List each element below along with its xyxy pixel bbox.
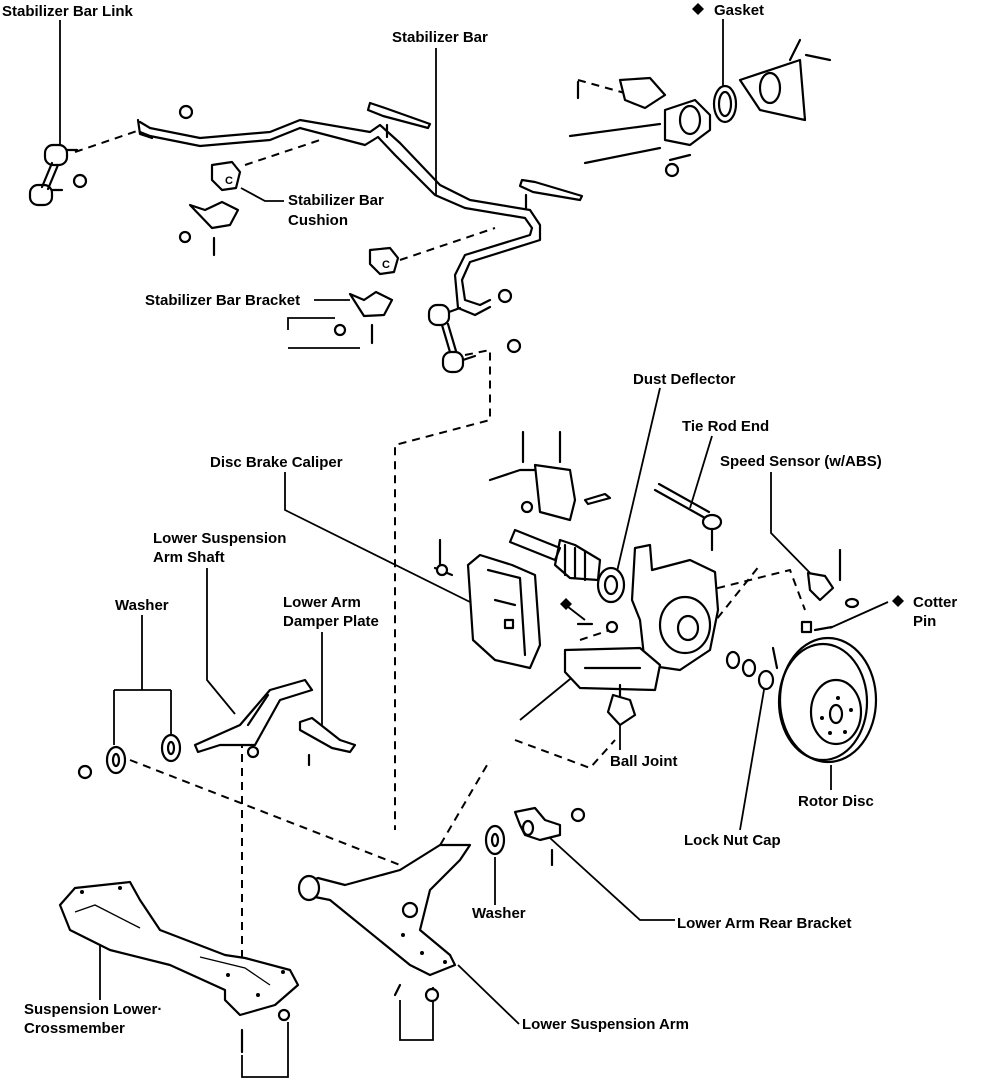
leader-lower-suspension-arm-shaft <box>206 568 236 715</box>
leader-disc-brake-caliper <box>284 472 471 603</box>
tie-rod-end <box>653 482 723 552</box>
alignment-link-to-bar <box>74 129 141 153</box>
alignment-ball-joint <box>514 739 616 770</box>
ball-joint <box>606 683 637 727</box>
rotor-disc <box>777 636 878 764</box>
label-dust-deflector: Dust Deflector <box>633 371 736 388</box>
speed-sensor <box>806 548 860 609</box>
labels: Stabilizer Bar Link Stabilizer Bar Gaske… <box>2 2 957 1037</box>
alignment-washer-to-arm <box>129 759 401 866</box>
stabilizer-bar-link-left <box>28 104 194 207</box>
leader-lower-suspension-arm <box>457 964 520 1025</box>
svg-text:C: C <box>225 175 233 187</box>
washers-left <box>77 733 182 780</box>
suspension-lower-crossmember <box>58 880 300 1054</box>
drive-shaft <box>508 528 626 604</box>
exhaust-gasket-group <box>568 38 832 178</box>
stabilizer-bar-link-right <box>427 288 522 374</box>
leader-lines <box>59 19 889 1078</box>
label-rotor-disc: Rotor Disc <box>798 793 874 810</box>
label-lower-arm-rear-bracket: Lower Arm Rear Bracket <box>677 915 852 932</box>
svg-text:C: C <box>382 259 390 271</box>
leader-lock-nut-cap <box>739 683 766 831</box>
label-lower-arm-damper-plate-line1: Lower Arm <box>283 594 361 611</box>
label-stabilizer-bar: Stabilizer Bar <box>392 29 488 46</box>
brake-caliper <box>433 538 542 670</box>
label-stabilizer-bar-cushion-line2: Cushion <box>288 212 348 229</box>
label-tie-rod-end: Tie Rod End <box>682 418 769 435</box>
leader-cotter-pin <box>829 601 889 629</box>
label-cotter-pin-line2: Pin <box>913 613 936 630</box>
label-suspension-lower-crossmember-line1: Suspension Lower· <box>24 1001 162 1018</box>
label-ball-joint: Ball Joint <box>610 753 678 770</box>
washer-center <box>484 824 506 856</box>
label-stabilizer-bar-bracket: Stabilizer Bar Bracket <box>145 292 300 309</box>
label-suspension-lower-crossmember-line2: Crossmember <box>24 1020 125 1037</box>
label-speed-sensor: Speed Sensor (w/ABS) <box>720 453 882 470</box>
stabilizer-bar-cushions-brackets: C C <box>178 101 584 345</box>
brake-hose-bracket <box>488 430 612 522</box>
crossmember-fastener-group-line <box>241 1022 289 1078</box>
alignment-sensor-to-hub <box>689 568 806 611</box>
lower-suspension-arm-shaft <box>193 678 314 759</box>
label-stabilizer-bar-link: Stabilizer Bar Link <box>2 3 134 20</box>
leader-lower-arm-rear-bracket <box>549 837 675 921</box>
label-washer-left: Washer <box>115 597 169 614</box>
lower-suspension-arm <box>297 843 472 1003</box>
stabilizer-bar <box>136 118 542 317</box>
label-washer-center: Washer <box>472 905 526 922</box>
cotter-pin-nut-washers <box>560 598 834 691</box>
leader-dust-deflector <box>614 387 661 581</box>
lower-arm-rear-bracket <box>513 806 586 867</box>
bracket-fastener-group-line <box>287 317 360 349</box>
label-lower-suspension-arm: Lower Suspension Arm <box>522 1016 689 1033</box>
non-reusable-diamond-icon <box>892 595 904 607</box>
leader-stabilizer-bar-cushion <box>240 187 284 202</box>
label-cotter-pin-line1: Cotter <box>913 594 957 611</box>
label-gasket: Gasket <box>714 2 764 19</box>
alignment-link-to-arm <box>394 348 491 830</box>
label-lower-arm-damper-plate-line2: Damper Plate <box>283 613 379 630</box>
label-disc-brake-caliper: Disc Brake Caliper <box>210 454 343 471</box>
lower-arm-damper-plate <box>298 716 357 767</box>
arm-fastener-group-line <box>399 1000 434 1041</box>
label-lock-nut-cap: Lock Nut Cap <box>684 832 781 849</box>
non-reusable-diamond-icon <box>692 3 704 15</box>
leader-tie-rod-end <box>689 435 713 509</box>
leader-knuckle-nut <box>519 674 576 721</box>
leader-washer-left <box>113 615 172 745</box>
alignment-cushion-to-bar <box>244 139 321 166</box>
label-lower-suspension-arm-shaft-line2: Arm Shaft <box>153 549 225 566</box>
leader-speed-sensor <box>770 472 816 579</box>
label-lower-suspension-arm-shaft-line1: Lower Suspension <box>153 530 286 547</box>
label-stabilizer-bar-cushion-line1: Stabilizer Bar <box>288 192 384 209</box>
steering-knuckle-hub <box>563 543 720 692</box>
alignment-cotter <box>579 629 611 641</box>
alignment-cushion2-to-bar <box>399 227 496 261</box>
